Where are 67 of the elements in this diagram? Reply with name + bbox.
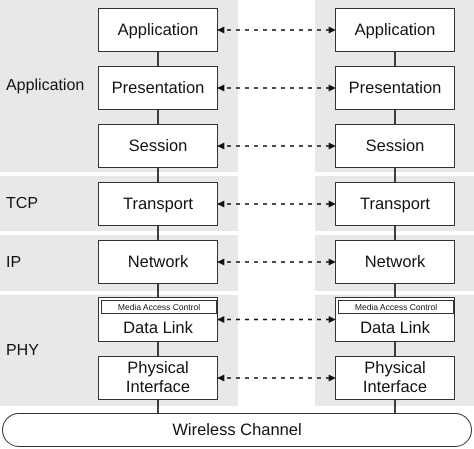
connector-line (157, 52, 159, 66)
group-label: TCP (6, 194, 38, 212)
layer-group-band (315, 0, 474, 172)
connector-line (157, 400, 159, 413)
dashed-arrow (217, 84, 336, 92)
connector-line (394, 284, 396, 297)
layer-box (335, 66, 455, 110)
layer-label: Transport (123, 194, 193, 214)
layer-box (98, 240, 218, 284)
channel-label: Wireless Channel (172, 420, 302, 440)
layer-group-band (315, 176, 474, 231)
connector-line (157, 342, 159, 356)
sublayer-label: Media Access Control (354, 302, 438, 312)
layer-group-band (0, 176, 238, 231)
layer-box (98, 66, 218, 110)
layer-box (98, 8, 218, 52)
layer-box (335, 240, 455, 284)
dashed-arrow (217, 316, 336, 323)
group-label: Application (6, 77, 84, 95)
layer-box (98, 124, 218, 168)
layer-box (335, 297, 455, 342)
connector-line (394, 52, 396, 66)
connector-line (394, 342, 396, 356)
connector-line (157, 226, 159, 240)
layer-box (98, 356, 218, 400)
connector-line (157, 284, 159, 297)
connector-line (157, 168, 159, 182)
layer-group-band (315, 235, 474, 291)
layer-label: Network (128, 252, 188, 272)
layer-box (335, 124, 455, 168)
layer-box (98, 182, 218, 226)
layer-label: Physical Interface (124, 359, 192, 397)
layer-label: Application (354, 20, 436, 40)
layer-label: Session (366, 136, 424, 156)
layer-label: Data Link (123, 319, 193, 338)
dashed-arrow (217, 26, 336, 34)
connector-line (394, 226, 396, 240)
layer-box (335, 356, 455, 400)
channel-box (2, 413, 472, 447)
layer-label: Network (364, 252, 426, 272)
dashed-arrow (217, 258, 336, 266)
layer-box (98, 297, 218, 342)
group-label: PHY (6, 342, 39, 360)
layer-label: Transport (360, 194, 430, 214)
layer-label: Presentation (348, 78, 442, 98)
layer-label: Physical Interface (362, 359, 428, 397)
layer-label: Application (118, 20, 198, 40)
layer-box (335, 8, 455, 52)
layer-label: Data Link (360, 319, 430, 338)
layer-group-band (0, 295, 238, 406)
layer-group-band (315, 295, 474, 406)
layer-group-band (0, 0, 238, 172)
sublayer-label: Media Access Control (118, 302, 200, 312)
connector-line (394, 168, 396, 182)
dashed-arrow (217, 374, 336, 382)
layer-label: Presentation (112, 78, 204, 98)
group-label: IP (6, 254, 22, 272)
dashed-arrow (217, 200, 336, 208)
layer-box (335, 182, 455, 226)
connector-line (394, 110, 396, 124)
connector-line (394, 400, 396, 413)
dashed-arrow (217, 142, 336, 150)
connector-line (157, 110, 159, 124)
sublayer-box (101, 300, 217, 314)
sublayer-box (338, 300, 454, 314)
layer-group-band (0, 235, 238, 291)
layer-label: Session (128, 136, 188, 156)
